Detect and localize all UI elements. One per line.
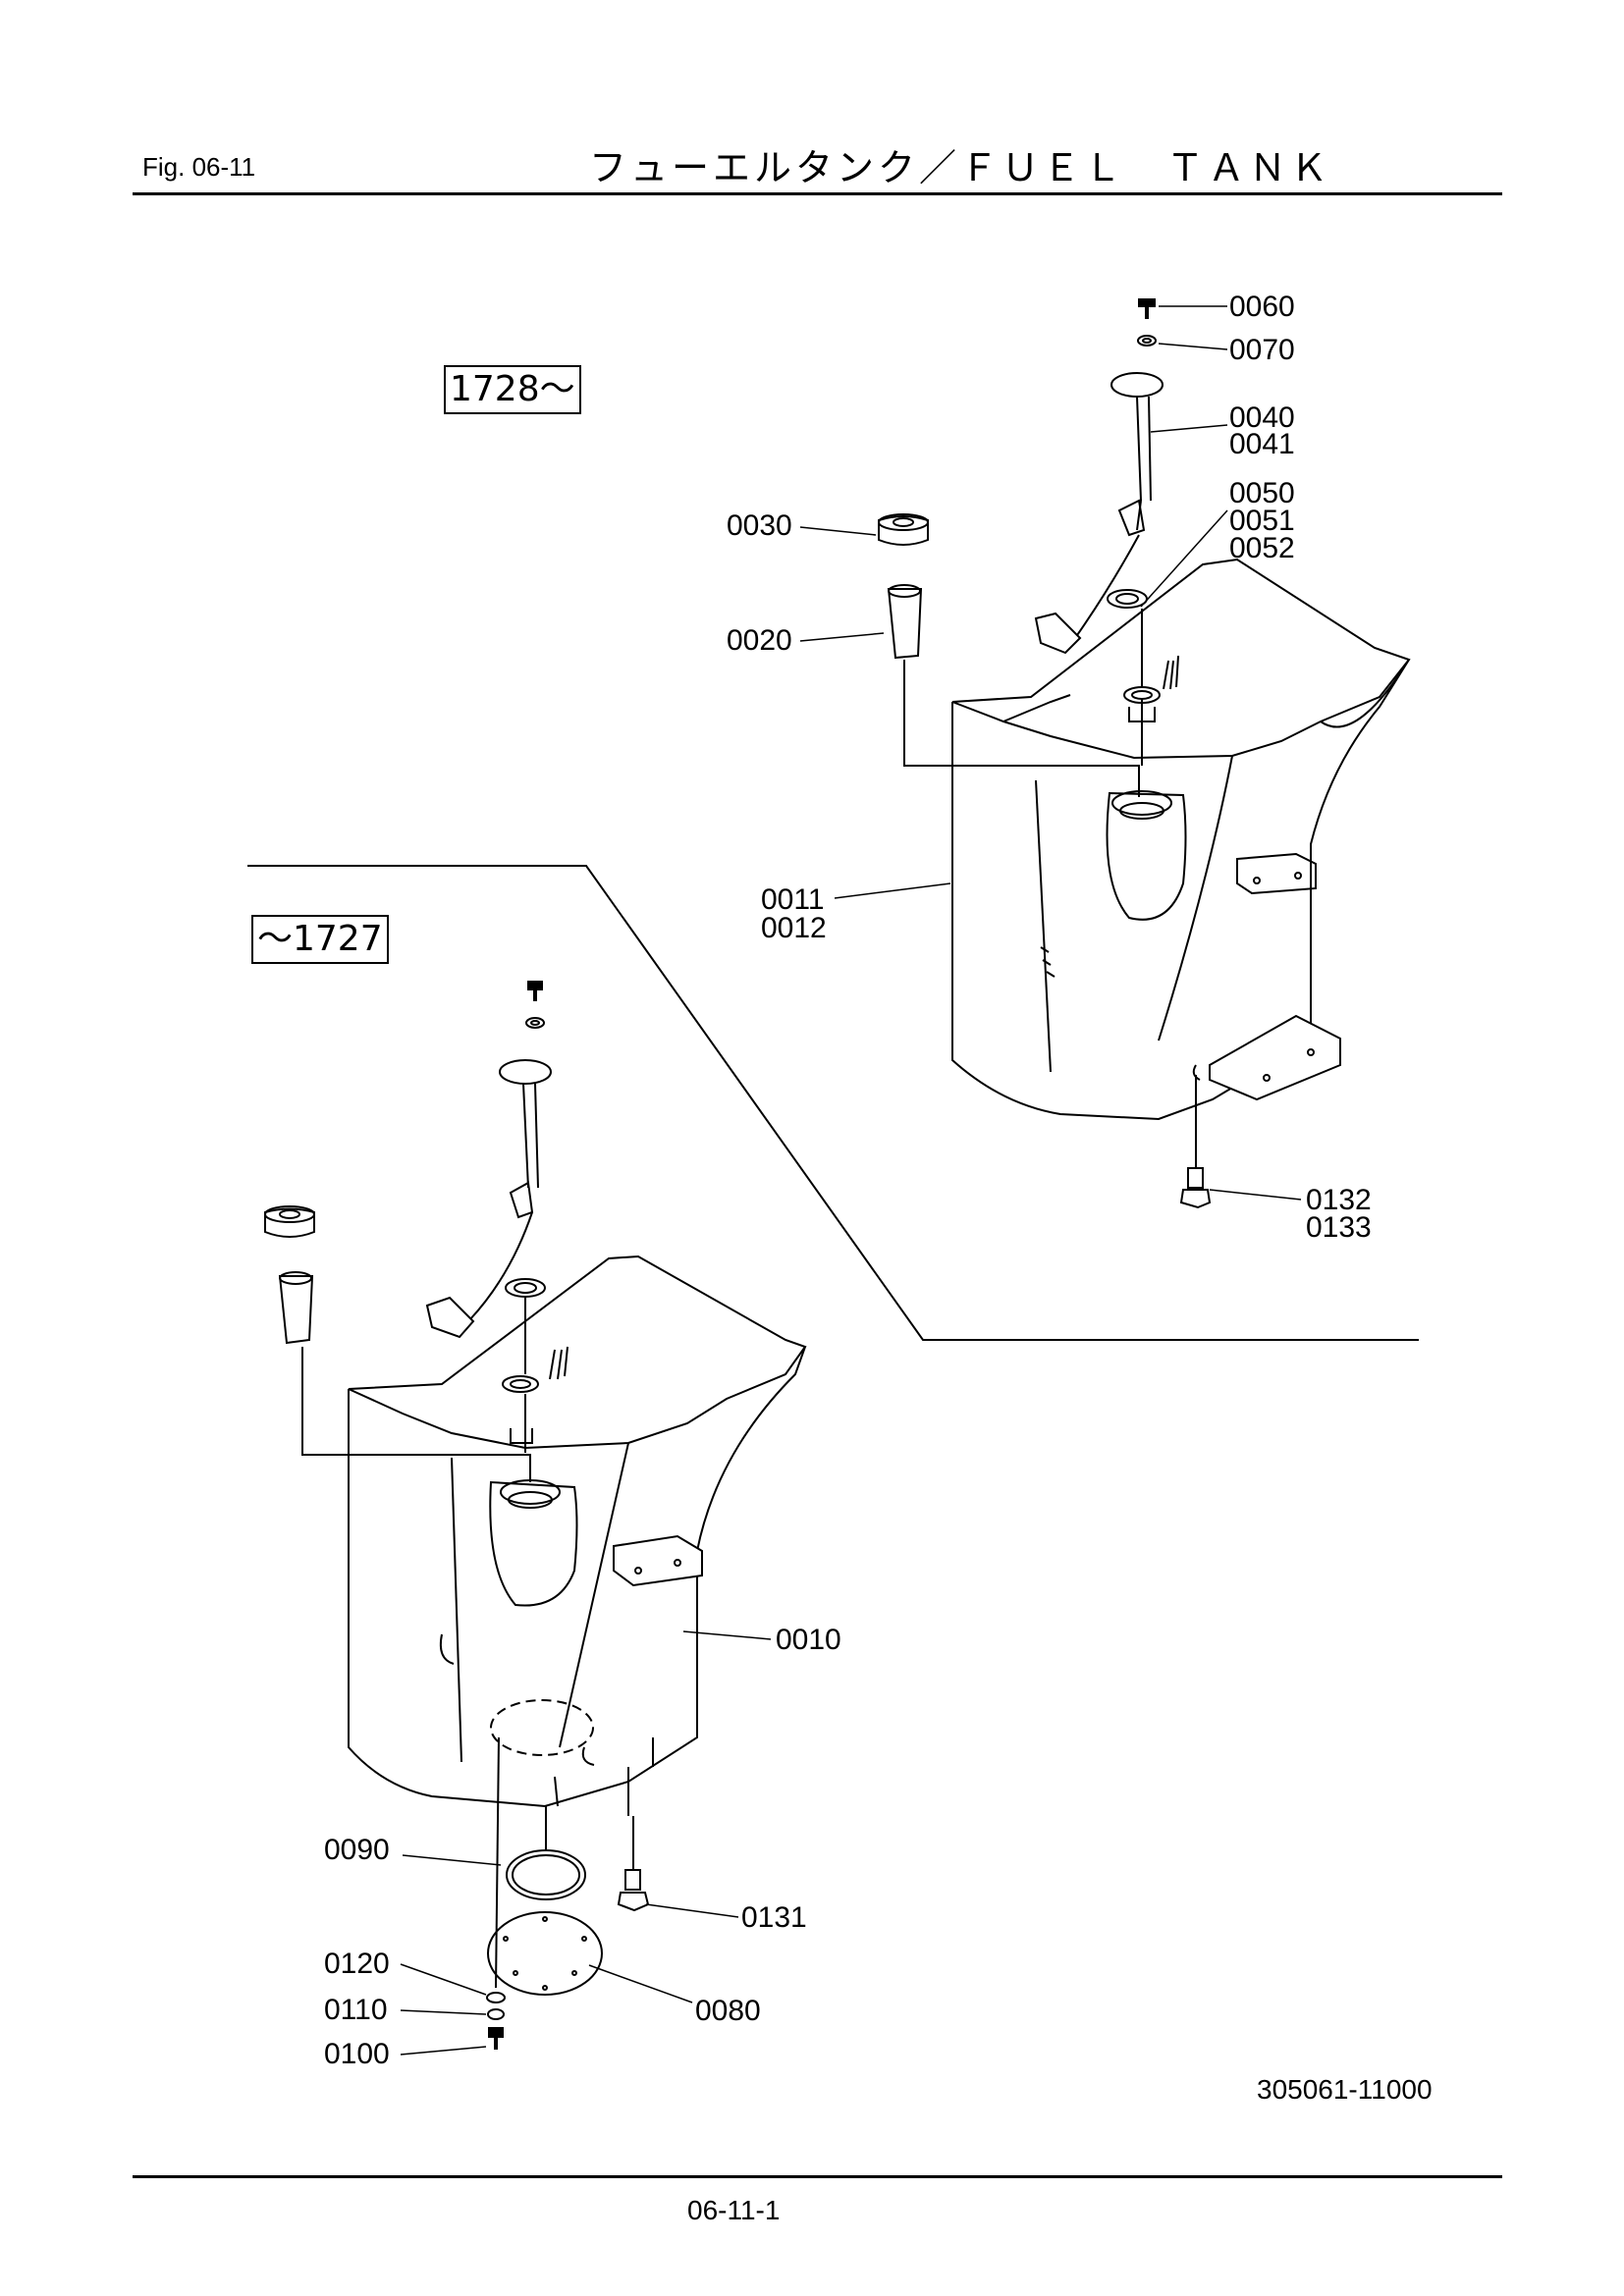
callout-labels: 0060 0070 0040 0041 0050 0051 0052 0030 … xyxy=(324,291,1372,2070)
callout-0133: 0133 xyxy=(1306,1211,1372,1244)
serial-range-old: ～1727 xyxy=(251,915,389,964)
callout-0030: 0030 xyxy=(727,509,792,542)
fuel-tank-new xyxy=(951,558,1411,1121)
upper-parts xyxy=(878,298,1212,1209)
figure-number: Fig. 06-11 xyxy=(142,152,256,182)
variant-divider xyxy=(247,865,1419,1341)
callout-0070: 0070 xyxy=(1229,334,1295,366)
callout-0050: 0050 xyxy=(1229,477,1295,509)
footer-rule xyxy=(133,2175,1502,2178)
page-number: 06-11-1 xyxy=(687,2195,781,2225)
leader-lines xyxy=(400,305,1302,2056)
header-rule xyxy=(133,192,1502,195)
callout-0020: 0020 xyxy=(727,624,792,657)
lower-parts xyxy=(264,981,650,2050)
callout-0052: 0052 xyxy=(1229,532,1295,564)
serial-range-new: 1728～ xyxy=(444,365,581,414)
drawing-number: 305061-11000 xyxy=(1257,2074,1433,2105)
callout-0041: 0041 xyxy=(1229,428,1295,460)
callout-0120: 0120 xyxy=(324,1948,390,1980)
callout-0051: 0051 xyxy=(1229,505,1295,537)
callout-0011: 0011 xyxy=(761,883,825,916)
callout-0110: 0110 xyxy=(324,1994,388,2026)
callout-0080: 0080 xyxy=(695,1995,761,2027)
callout-0040: 0040 xyxy=(1229,401,1295,434)
callout-0131: 0131 xyxy=(741,1901,807,1934)
fuel-tank-old xyxy=(348,1255,807,1808)
callout-0132: 0132 xyxy=(1306,1184,1372,1216)
page-title: フューエルタンク／ＦＵＥＬ ＴＡＮＫ xyxy=(589,146,1332,189)
callout-0010: 0010 xyxy=(776,1624,841,1656)
callout-0090: 0090 xyxy=(324,1834,390,1866)
callout-0012: 0012 xyxy=(761,912,827,944)
callout-0060: 0060 xyxy=(1229,291,1295,323)
callout-0100: 0100 xyxy=(324,2038,390,2070)
